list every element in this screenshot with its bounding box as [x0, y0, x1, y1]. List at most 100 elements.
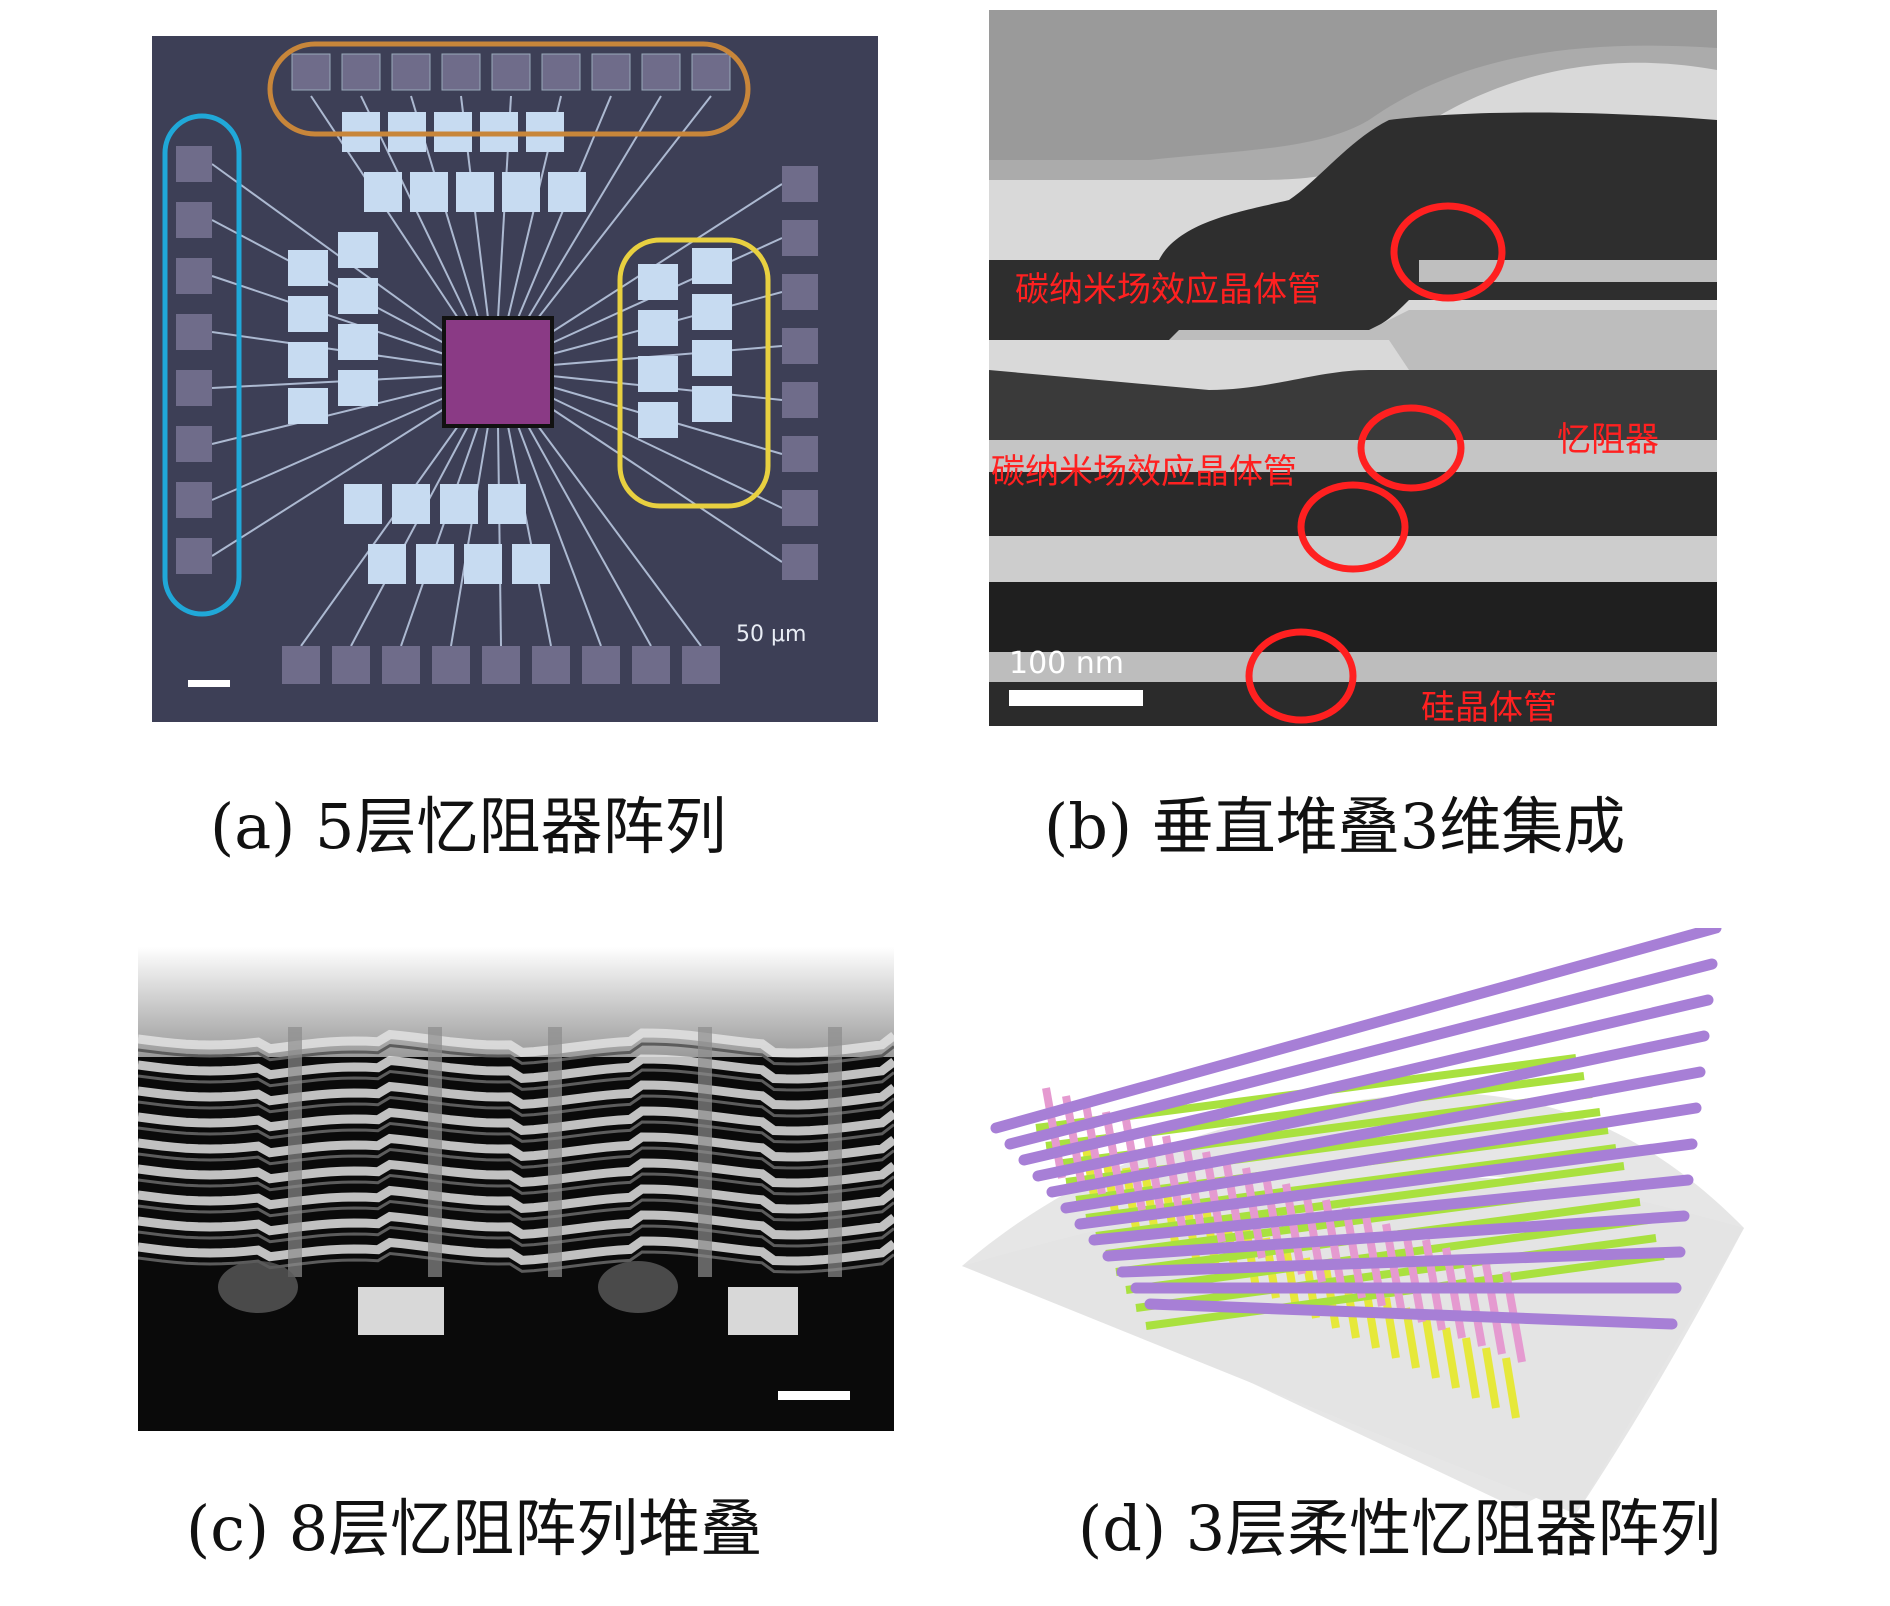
scale-label-a: 50 μm	[736, 622, 807, 647]
pad	[441, 53, 481, 91]
pad	[392, 484, 430, 524]
pad	[782, 544, 818, 580]
label-memristor: 忆阻器	[1557, 420, 1659, 460]
pad	[341, 53, 381, 91]
pad	[782, 166, 818, 202]
figure-d-image	[956, 928, 1760, 1514]
electrode-top	[1074, 1138, 1698, 1230]
scale-label-b: 100 nm	[1009, 646, 1125, 681]
stack-layer	[138, 1080, 894, 1110]
pad	[491, 53, 531, 91]
stack-layer	[138, 1158, 894, 1188]
figure-a-image: 50 μm	[152, 36, 878, 722]
pad	[288, 388, 328, 424]
stack-layer	[138, 1106, 894, 1136]
stack-layer	[138, 1236, 894, 1266]
pad	[641, 53, 681, 91]
electrode-upper	[1402, 1231, 1426, 1323]
pad	[176, 202, 212, 238]
pad	[638, 356, 678, 392]
electrode-bottom	[1502, 1357, 1520, 1419]
pad	[782, 382, 818, 418]
pad	[782, 490, 818, 526]
pad	[440, 484, 478, 524]
label-cnfet-top: 碳纳米场效应晶体管	[1015, 270, 1321, 310]
pad	[782, 220, 818, 256]
electrode-top	[1144, 1298, 1678, 1330]
electrode-bottom	[1462, 1337, 1480, 1399]
electrode-top	[1046, 1066, 1706, 1198]
pad	[176, 370, 212, 406]
pad	[288, 296, 328, 332]
electrode-top	[1088, 1174, 1694, 1246]
electrode-bottom	[1442, 1327, 1460, 1389]
pad	[176, 426, 212, 462]
electrode-bottom	[1102, 1157, 1120, 1219]
electrode-top	[1102, 1210, 1690, 1262]
figure-b-image: 100 nm 碳纳米场效应晶体管 碳纳米场效应晶体管 忆阻器 硅晶体管	[989, 10, 1717, 728]
caption-a: (a) 5层忆阻器阵列	[210, 790, 727, 863]
pad	[682, 646, 720, 684]
pad	[632, 646, 670, 684]
electrode-top	[990, 928, 1722, 1134]
pad	[288, 342, 328, 378]
pad	[176, 482, 212, 518]
scale-bar-c	[778, 1391, 850, 1400]
electrode-upper	[1462, 1255, 1486, 1347]
pad	[692, 294, 732, 330]
pad	[291, 53, 331, 91]
electrode-upper	[1482, 1263, 1506, 1355]
pad	[432, 646, 470, 684]
electrode-top	[1018, 994, 1714, 1166]
pad	[638, 264, 678, 300]
pad	[692, 248, 732, 284]
crossbar-array	[444, 318, 552, 426]
pad	[338, 232, 378, 268]
memristor-circle-1	[1390, 202, 1506, 302]
left-electrode-highlight	[162, 113, 242, 617]
pad	[532, 646, 570, 684]
pad	[782, 436, 818, 472]
pad	[332, 646, 370, 684]
pad	[638, 402, 678, 438]
stack-layer	[138, 1210, 894, 1240]
pad	[338, 278, 378, 314]
caption-c: (c) 8层忆阻阵列堆叠	[186, 1492, 763, 1565]
pad	[368, 544, 406, 584]
pad	[364, 172, 402, 212]
pad	[176, 538, 212, 574]
contact-right	[728, 1287, 798, 1335]
top-electrode-highlight	[267, 41, 751, 137]
pad	[410, 172, 448, 212]
electrode-bottom	[1482, 1347, 1500, 1409]
scale-bar-b	[1009, 690, 1143, 706]
sem-cross-section	[138, 947, 894, 1431]
electrode-bottom	[1282, 1247, 1300, 1309]
contact-left	[358, 1287, 444, 1335]
electrode-top	[1116, 1246, 1686, 1278]
pad	[548, 172, 586, 212]
pad	[512, 544, 550, 584]
pad	[344, 484, 382, 524]
stack-layer	[138, 1028, 894, 1058]
transistor-circle	[1245, 628, 1357, 724]
electrode-bottom	[1162, 1187, 1180, 1249]
pad	[282, 646, 320, 684]
label-si-transistor: 硅晶体管	[1421, 688, 1557, 728]
label-cnfet-bottom: 碳纳米场效应晶体管	[991, 452, 1297, 492]
pad	[691, 53, 731, 91]
pad	[488, 484, 526, 524]
pad	[591, 53, 631, 91]
pad	[541, 53, 581, 91]
pad	[782, 274, 818, 310]
pad	[456, 172, 494, 212]
pad	[176, 146, 212, 182]
pad	[692, 340, 732, 376]
chip-micrograph	[152, 36, 878, 722]
caption-d: (d) 3层柔性忆阻器阵列	[1078, 1492, 1722, 1565]
stack-layer	[138, 1054, 894, 1084]
pad	[338, 370, 378, 406]
electrode-top	[1060, 1102, 1702, 1214]
pad	[416, 544, 454, 584]
pad	[464, 544, 502, 584]
